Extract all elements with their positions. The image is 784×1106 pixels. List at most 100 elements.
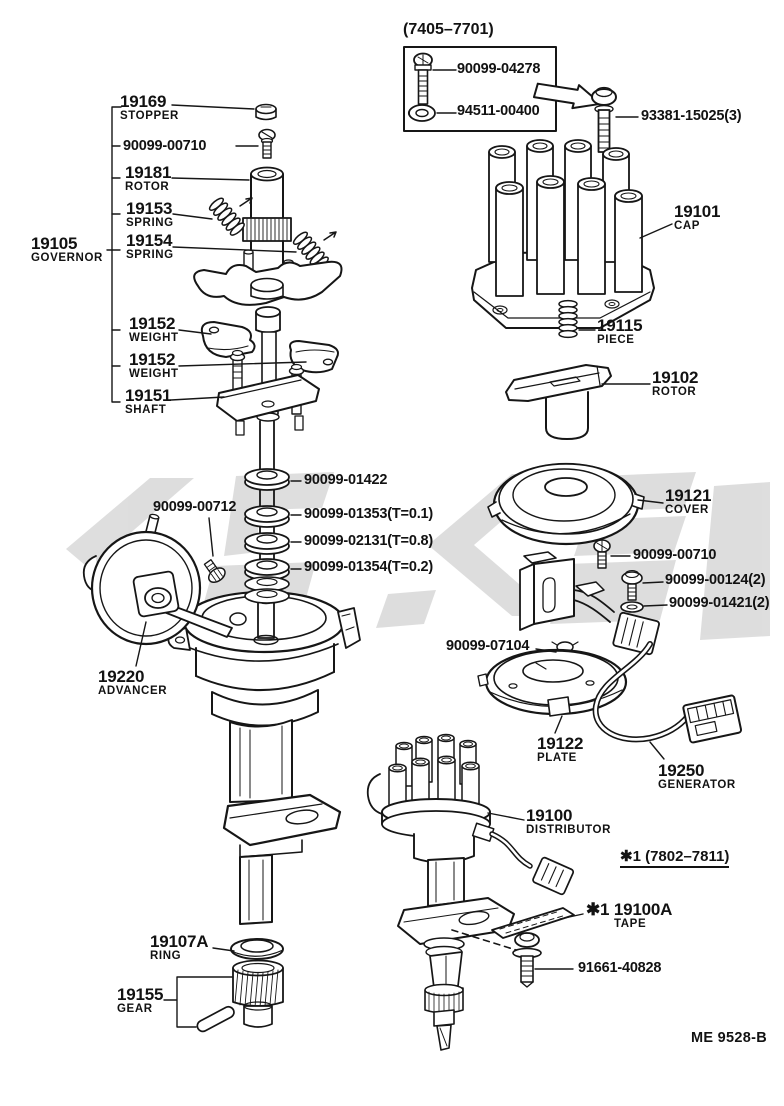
part-name-label: RING: [150, 950, 182, 963]
part-name-label: GOVERNOR: [31, 252, 103, 265]
part-name-label: GEAR: [117, 1003, 153, 1016]
callout-screw-upper: 90099-00710: [123, 138, 207, 154]
part-name-label: DISTRIBUTOR: [526, 824, 611, 837]
part-name-label: ROTOR: [125, 181, 170, 194]
callout-rotor: 19102 ROTOR: [652, 369, 698, 399]
callout-screw-00712: 90099-00712: [153, 499, 237, 515]
governor-parts-drawing: [193, 103, 343, 597]
callout-generator: 19250 GENERATOR: [658, 762, 736, 792]
part-name-label: GENERATOR: [658, 779, 736, 792]
part-number: 19154: [126, 231, 173, 250]
bolt-icon: [413, 52, 433, 105]
callout-piece: 19115 PIECE: [597, 316, 643, 347]
bolt-91661-drawing: [512, 932, 542, 988]
piece-spring-drawing: [558, 299, 578, 339]
distributor-assembly-drawing: [366, 733, 575, 1051]
part-number: 19107A: [150, 932, 209, 951]
note-date-range: ✱1 (7802–7811): [620, 849, 730, 869]
part-name-label: WEIGHT: [129, 332, 179, 345]
part-name-label: STOPPER: [120, 110, 179, 123]
part-name-label: SPRING: [126, 217, 174, 230]
part-name-label: PLATE: [537, 752, 577, 765]
callout-washer-01422: 90099-01422: [304, 472, 388, 488]
part-name-label: WEIGHT: [129, 368, 179, 381]
washer-icon: [407, 104, 436, 122]
part-number: 19122: [537, 734, 584, 753]
part-number: 19155: [117, 985, 164, 1004]
part-number: 19101: [674, 202, 721, 221]
callout-distributor: 19100 DISTRIBUTOR: [526, 807, 611, 837]
part-number: 19151: [125, 386, 172, 405]
part-number: 19153: [126, 199, 173, 218]
callout-tape: ✱1 19100A TAPE: [586, 901, 672, 931]
callout-advancer: 19220 ADVANCER: [98, 668, 167, 698]
part-name-label: SPRING: [126, 249, 174, 262]
part-number: 19220: [98, 667, 145, 686]
gear-drawing: [232, 959, 284, 1028]
callout-governor: 19105 GOVERNOR: [31, 235, 103, 265]
callout-ring: 19107A RING: [150, 932, 209, 963]
part-number: 19169: [120, 92, 167, 111]
part-name-label: PIECE: [597, 334, 635, 347]
pin-drawing: [196, 1005, 235, 1033]
callout-shaft: 19151 SHAFT: [125, 387, 171, 417]
part-number: 19152: [129, 350, 176, 369]
callout-inset-washer: 94511-00400: [457, 103, 540, 119]
callout-washer-02131: 90099-02131(T=0.8): [304, 533, 434, 549]
callout-washer-01421: 90099-01421(2): [669, 595, 770, 611]
callout-spring-1: 19153 SPRING: [126, 200, 174, 230]
part-number: 19100: [526, 806, 573, 825]
callout-spring-2: 19154 SPRING: [126, 232, 174, 262]
generator-cable-drawing: [592, 641, 743, 744]
washer-01421-drawing: [620, 601, 644, 613]
callout-rotor-shaft: 19181 ROTOR: [125, 164, 171, 194]
mount-bolt-icon: [591, 86, 617, 153]
advancer-drawing: [82, 513, 233, 646]
callout-stopper: 19169 STOPPER: [120, 93, 179, 123]
callout-bolt-00124: 90099-00124(2): [665, 572, 766, 588]
plate-drawing: [477, 648, 628, 717]
callout-washer-01353: 90099-01353(T=0.1): [304, 506, 434, 522]
part-number: ✱1 19100A: [586, 900, 673, 919]
distributor-cap-drawing: [471, 139, 655, 329]
callout-weight-2: 19152 WEIGHT: [129, 351, 179, 381]
figure-code: ME 9528-B: [691, 1030, 768, 1046]
screw-00710-right-drawing: [593, 539, 611, 569]
callout-plate: 19122 PLATE: [537, 735, 583, 765]
bolt-00124-drawing: [621, 569, 643, 601]
part-name-label: SHAFT: [125, 404, 167, 417]
dust-cover-drawing: [487, 462, 645, 546]
part-number: 19250: [658, 761, 705, 780]
part-number: 19102: [652, 368, 699, 387]
callout-screw-07104: 90099-07104: [446, 638, 530, 654]
part-number: 19105: [31, 234, 78, 253]
inset-box: [403, 46, 557, 132]
callout-bolt-top: 93381-15025(3): [641, 108, 742, 124]
callout-cap: 19101 CAP: [674, 203, 720, 233]
part-name-label: TAPE: [614, 918, 647, 931]
part-number: 19121: [665, 486, 712, 505]
tape-drawing: [491, 907, 575, 939]
callout-washer-01354: 90099-01354(T=0.2): [304, 559, 434, 575]
washer-stack-drawing: [244, 468, 290, 604]
part-name-label: ROTOR: [652, 386, 697, 399]
callout-cover: 19121 COVER: [665, 487, 711, 517]
housing-drawing: [167, 590, 361, 925]
part-number: 19152: [129, 314, 176, 333]
rotor-drawing: [505, 364, 612, 440]
callout-bolt-91661: 91661-40828: [578, 960, 662, 976]
screw-00712-drawing: [203, 559, 226, 583]
part-number: 19115: [597, 316, 643, 335]
part-name-label: ADVANCER: [98, 685, 168, 698]
callout-screw-00710-right: 90099-00710: [633, 547, 717, 563]
callout-weight-1: 19152 WEIGHT: [129, 315, 179, 345]
callout-gear: 19155 GEAR: [117, 986, 163, 1016]
callout-inset-bolt: 90099-04278: [457, 61, 541, 77]
inset-date-range: (7405–7701): [403, 21, 494, 38]
part-name-label: COVER: [665, 504, 709, 517]
ring-drawing: [230, 938, 284, 960]
leader-lines: [106, 69, 673, 1028]
part-number: 19181: [125, 163, 172, 182]
